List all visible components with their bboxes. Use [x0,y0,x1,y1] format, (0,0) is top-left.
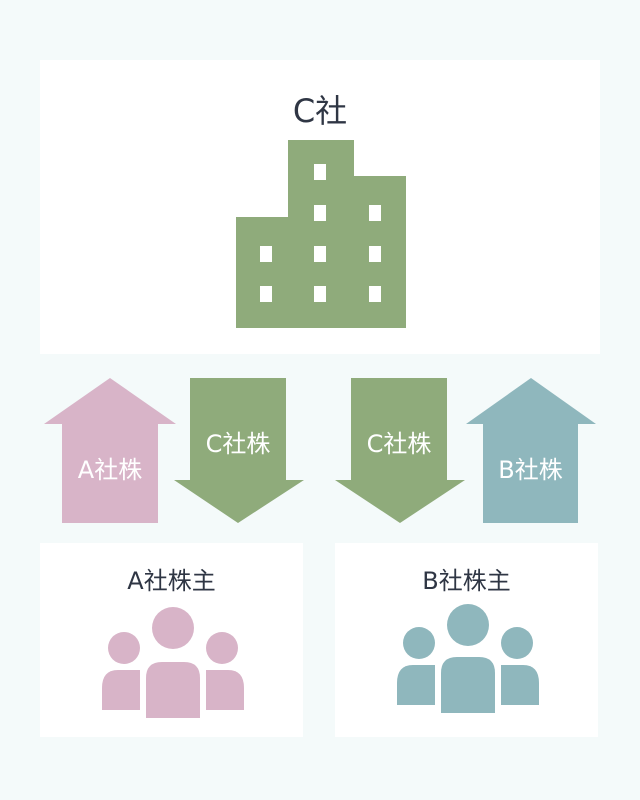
company-c-label: C社 [292,92,348,130]
arrow-a-shares-label: A社株 [77,456,143,484]
building-icon [236,140,406,328]
arrow-c-shares-label-left: C社株 [205,430,271,458]
arrow-b-shares-label: B社株 [498,456,563,484]
shareholders-a-label: A社株主 [127,567,216,595]
shareholders-a-panel: A社株主 [40,543,303,737]
company-c-panel: C社 [40,60,600,354]
people-group-icon [102,607,244,718]
arrow-c-shares-label-right: C社株 [366,430,432,458]
people-group-icon [397,604,539,713]
shareholders-b-panel: B社株主 [335,543,598,737]
shareholders-b-label: B社株主 [422,567,511,595]
